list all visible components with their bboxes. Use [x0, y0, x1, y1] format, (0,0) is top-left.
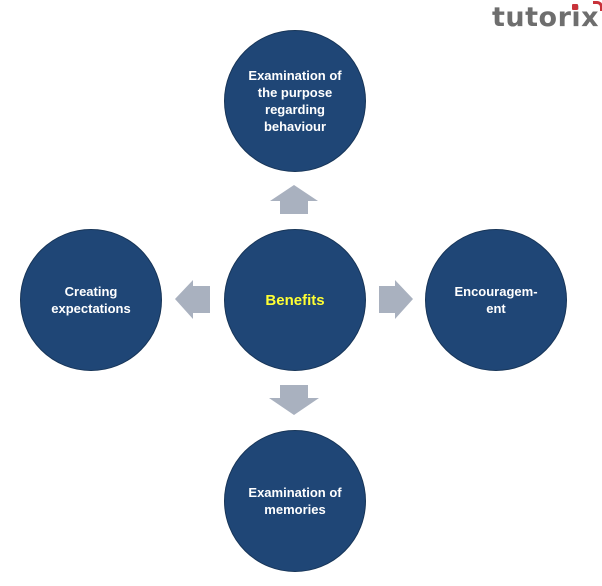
logo-dot-accent [572, 4, 579, 10]
node-bottom-label: Examination of memories [248, 485, 342, 517]
node-right-label: Encouragem- ent [454, 284, 538, 316]
node-left: Creating expectations [20, 229, 162, 371]
node-right: Encouragem- ent [425, 229, 567, 371]
node-center-label: Benefits [265, 291, 325, 309]
node-bottom: Examination of memories [224, 430, 366, 572]
arrow-up [270, 185, 318, 214]
node-top: Examination of the purpose regarding beh… [224, 30, 366, 172]
logo-swoosh-accent [593, 1, 602, 11]
arrow-down [269, 385, 319, 415]
node-top-label: Examination of the purpose regarding beh… [248, 68, 342, 134]
logo-letter-x: x [581, 1, 602, 31]
node-center: Benefits [224, 229, 366, 371]
logo-letter-i: i [571, 2, 582, 33]
node-left-label: Creating expectations [51, 284, 131, 316]
logo-text: tutor [492, 2, 572, 33]
arrow-right [379, 280, 413, 319]
arrow-left [175, 280, 210, 319]
